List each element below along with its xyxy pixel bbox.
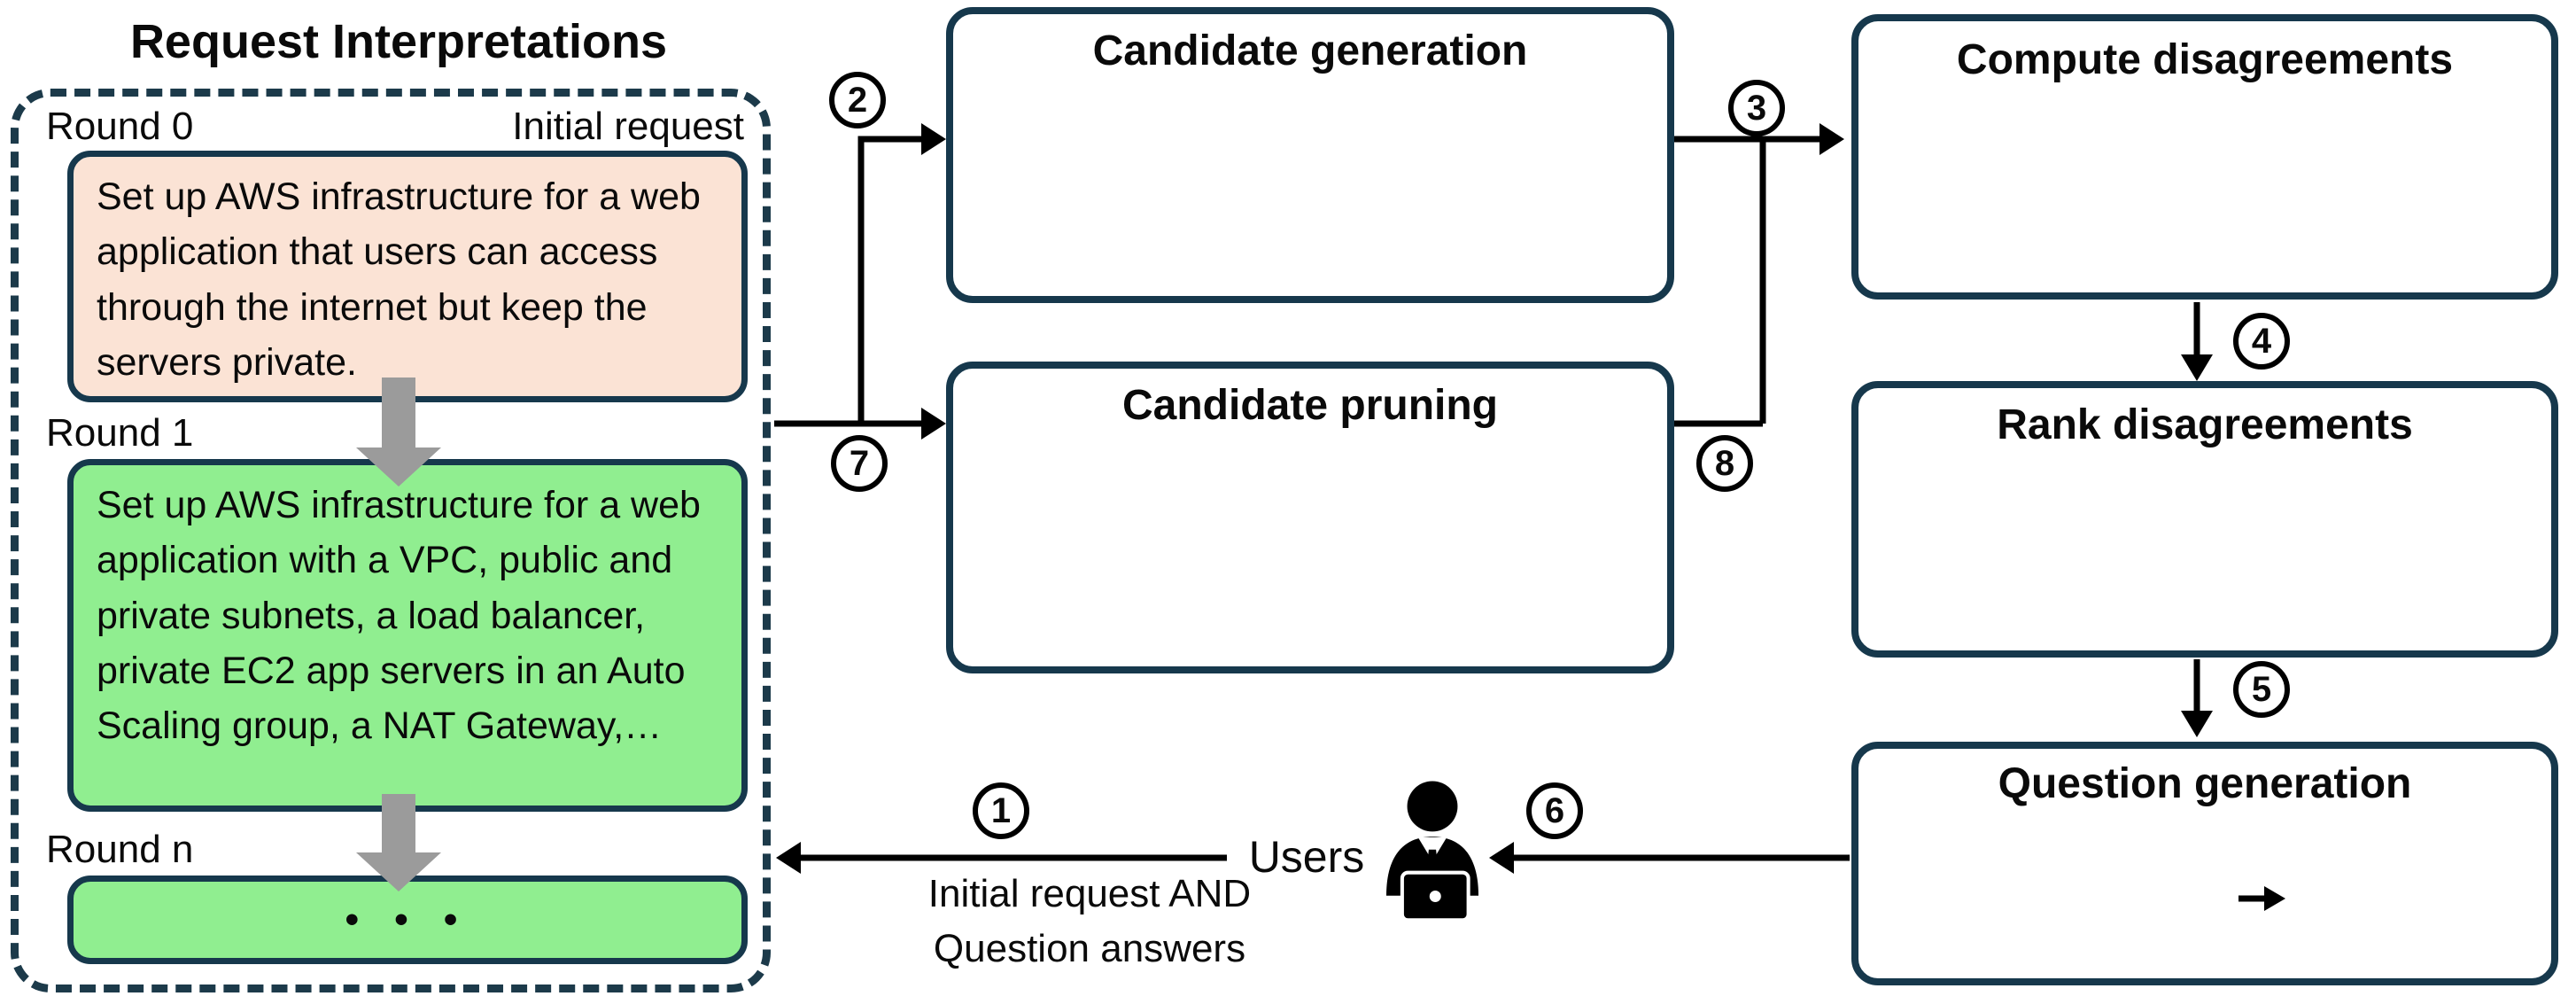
user-at-laptop-icon [1386, 781, 1478, 922]
compute-disagreements-title: Compute disagreements [1956, 36, 2454, 83]
question-generation-box: Question generation [1851, 742, 2558, 985]
rank-disagreements-title: Rank disagreements [1997, 401, 2413, 448]
round0-label: Round 0 [46, 105, 194, 148]
round-n-box: • • • [67, 876, 748, 964]
round1-label: Round 1 [46, 411, 194, 455]
step-circle-1: 1 [973, 782, 1029, 839]
candidate-generation-title: Candidate generation [1092, 27, 1528, 74]
step-circle-6: 6 [1526, 782, 1583, 839]
step-circle-5: 5 [2233, 661, 2290, 718]
candidate-pruning-title: Candidate pruning [1122, 382, 1498, 429]
candidate-pruning-box: Candidate pruning [946, 362, 1674, 673]
arrow1-caption-line1: Initial request AND [927, 872, 1252, 915]
question-generation-title: Question generation [1998, 760, 2412, 807]
round-n-label: Round n [46, 828, 194, 871]
step-circle-7: 7 [831, 435, 888, 492]
users-label: Users [1248, 832, 1365, 882]
candidate-generation-box: Candidate generation [946, 7, 1674, 303]
compute-disagreements-box: Compute disagreements [1851, 14, 2558, 300]
request-interpretations-panel [11, 89, 771, 992]
round0-request-box: Set up AWS infrastructure for a web appl… [67, 151, 748, 402]
arrow1-caption-line2: Question answers [933, 927, 1246, 970]
step-circle-8: 8 [1696, 435, 1753, 492]
step-circle-4: 4 [2233, 313, 2290, 370]
rank-disagreements-box: Rank disagreements [1851, 381, 2558, 658]
round1-request-box: Set up AWS infrastructure for a web appl… [67, 459, 748, 812]
request-interpretations-title: Request Interpretations [129, 15, 668, 68]
initial-request-tag: Initial request [512, 105, 744, 148]
step-circle-2: 2 [829, 72, 886, 128]
step-circle-3: 3 [1728, 80, 1785, 136]
